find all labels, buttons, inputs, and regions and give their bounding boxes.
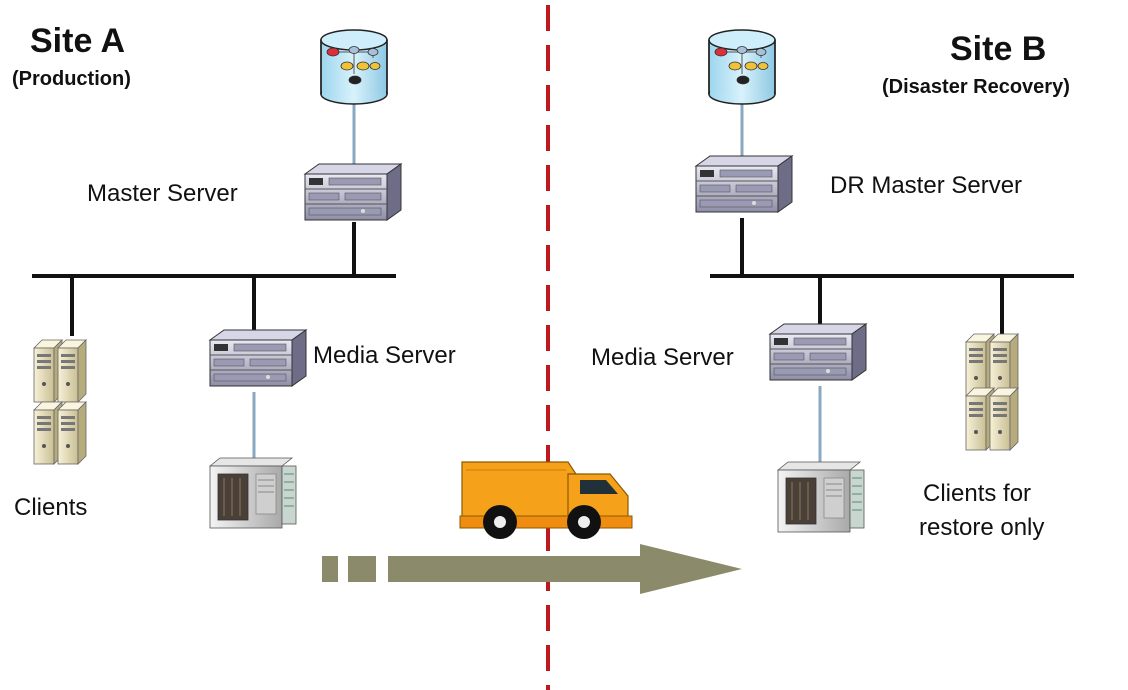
site-a-subtitle: (Production) <box>12 68 131 90</box>
site-a-client-pc-icon <box>33 401 87 465</box>
site-b-subtitle: (Disaster Recovery) <box>882 76 1070 98</box>
site-a-clients-label: Clients <box>14 494 88 521</box>
site-b-master-server-label: DR Master Server <box>830 172 1023 199</box>
site-b-client-pc-icon <box>965 333 1019 397</box>
site-b-clients-label-line1: Clients for <box>923 480 1032 507</box>
site-a-master-server-label: Master Server <box>87 180 238 207</box>
site-a-client-pc-icon <box>33 339 87 403</box>
site-a-tape-library-icon <box>209 457 297 529</box>
site-a-media-server-label: Media Server <box>313 342 456 369</box>
truck-icon <box>459 461 633 539</box>
site-a-master-server-icon <box>304 163 402 221</box>
site-b-media-server-label: Media Server <box>591 344 734 371</box>
site-b-master-server-icon <box>695 155 793 213</box>
site-b-client-pc-icon <box>965 387 1019 451</box>
offsite-transfer-arrow <box>322 544 742 594</box>
site-b-title: Site B <box>950 30 1047 68</box>
site-a-database-icon <box>320 29 388 105</box>
site-b-media-server-icon <box>769 323 867 381</box>
site-b-database-icon <box>708 29 776 105</box>
site-b-clients-label-line2: restore only <box>919 514 1045 541</box>
site-a-media-server-icon <box>209 329 307 387</box>
site-b-tape-library-icon <box>777 461 865 533</box>
site-a-title: Site A <box>30 22 126 60</box>
